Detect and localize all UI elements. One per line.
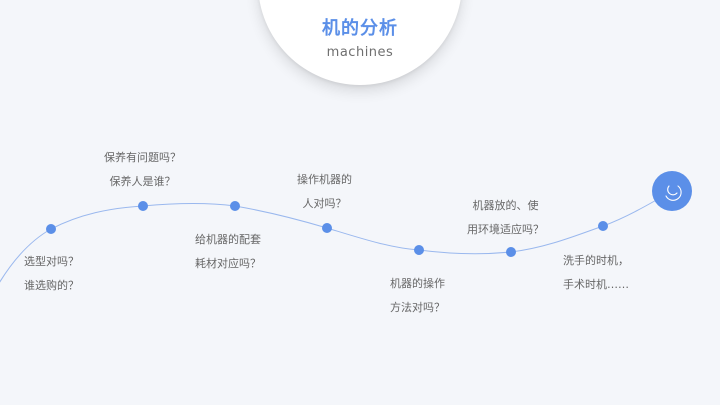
- label-line: 洗手的时机，: [563, 254, 629, 267]
- timeline-dot-4[interactable]: [322, 223, 332, 233]
- timeline-label-4: 操作机器的 人对吗？: [297, 168, 352, 216]
- label-line: 耗材对应吗？: [195, 257, 261, 270]
- timeline-label-5: 机器的操作 方法对吗？: [390, 272, 445, 320]
- label-line: 保养人是谁？: [109, 175, 176, 188]
- timeline-label-7: 洗手的时机， 手术时机……: [563, 249, 629, 297]
- label-line: 机器的操作: [390, 277, 445, 290]
- page-subtitle: machines: [326, 45, 394, 60]
- label-line: 给机器的配套: [195, 233, 261, 246]
- timeline-dot-5[interactable]: [414, 245, 424, 255]
- timeline-end-badge[interactable]: [652, 171, 692, 211]
- label-line: 方法对吗？: [390, 301, 445, 314]
- timeline-dot-3[interactable]: [230, 201, 240, 211]
- timeline-dot-2[interactable]: [138, 201, 148, 211]
- label-line: 谁选购的？: [24, 279, 79, 292]
- timeline-label-6: 机器放的、使 用环境适应吗？: [467, 194, 544, 242]
- timeline-dot-6[interactable]: [506, 247, 516, 257]
- timeline-dot-1[interactable]: [46, 224, 56, 234]
- timeline-dot-7[interactable]: [598, 221, 608, 231]
- timeline-label-3: 给机器的配套 耗材对应吗？: [195, 228, 261, 276]
- label-line: 选型对吗？: [24, 255, 79, 268]
- page-title: 机的分析: [322, 18, 398, 39]
- label-line: 手术时机……: [563, 278, 629, 291]
- label-line: 机器放的、使: [472, 199, 539, 212]
- label-line: 人对吗？: [302, 197, 347, 210]
- label-line: 保养有问题吗？: [104, 151, 181, 164]
- timeline-label-1: 选型对吗？ 谁选购的？: [24, 250, 79, 298]
- timeline-label-2: 保养有问题吗？ 保养人是谁？: [104, 146, 181, 194]
- spiral-icon: [665, 185, 682, 201]
- label-line: 用环境适应吗？: [467, 223, 544, 236]
- label-line: 操作机器的: [297, 173, 352, 186]
